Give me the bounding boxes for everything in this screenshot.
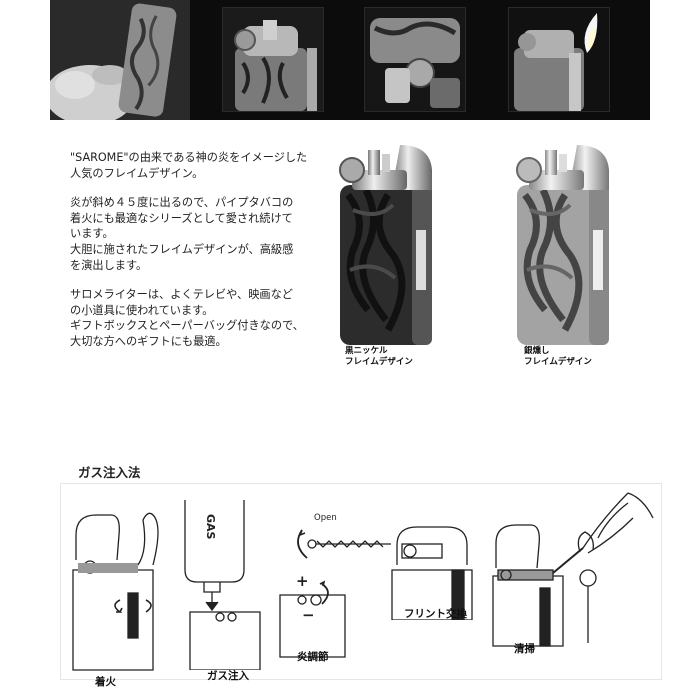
photo-strip bbox=[50, 0, 650, 120]
step-label-clean: 清掃 bbox=[514, 643, 535, 655]
step-clean-illustration bbox=[488, 478, 658, 648]
plus-sign: + bbox=[296, 572, 309, 590]
description-paragraph-2: 炎が斜め４５度に出るので、パイプタバコの 着火にも最適なシリーズとして愛され続け… bbox=[70, 196, 294, 272]
description-paragraph-1: "SAROME"の由来である神の炎をイメージした 人気のフレイムデザイン。 bbox=[70, 151, 308, 180]
gas-instructions-frame bbox=[60, 483, 662, 680]
step-label-gas-fill: ガス注入 bbox=[207, 670, 249, 682]
gas-section-title: ガス注入法 bbox=[78, 465, 141, 480]
photo-hand-holding-lighter bbox=[50, 0, 190, 120]
minus-sign: − bbox=[302, 606, 315, 624]
caption-oxidized-silver: 銀燻し フレイムデザイン bbox=[524, 346, 592, 367]
step-ignite-illustration bbox=[68, 505, 168, 675]
open-label: Open bbox=[314, 513, 337, 523]
step-label-flint: フリント交換 bbox=[404, 608, 467, 620]
step-label-flame-adjust: 炎調節 bbox=[297, 651, 329, 663]
gas-can-label: GAS bbox=[204, 514, 217, 540]
photo-lighter-mechanism bbox=[222, 7, 324, 112]
step-label-ignite: 着火 bbox=[95, 676, 116, 688]
step-flint-illustration: Open bbox=[292, 510, 477, 621]
photo-lighter-closeup bbox=[364, 7, 466, 112]
description-paragraph-3: サロメライターは、よくテレビや、映画など の小道具に使われています。 ギフトボッ… bbox=[70, 288, 304, 348]
photo-lighter-flame bbox=[508, 7, 610, 112]
caption-black-nickel: 黒ニッケル フレイムデザイン bbox=[345, 346, 413, 367]
step-flame-adjust-illustration: + − bbox=[272, 570, 352, 660]
product-description: "SAROME"の由来である神の炎をイメージした 人気のフレイムデザイン。 炎が… bbox=[70, 150, 325, 364]
lighter-black-nickel bbox=[338, 140, 448, 350]
step-gas-fill-illustration: GAS bbox=[180, 500, 270, 671]
lighter-oxidized-silver bbox=[515, 140, 625, 350]
